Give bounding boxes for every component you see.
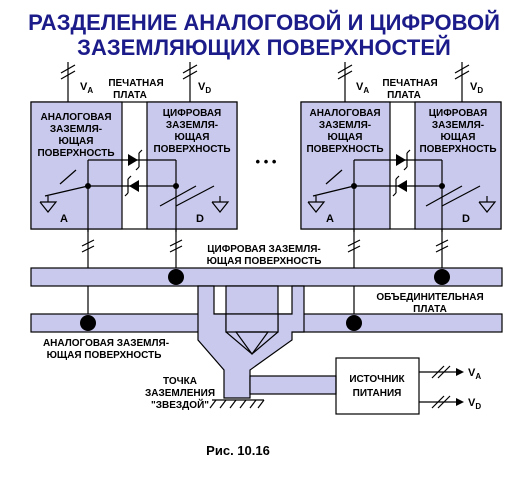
left-digital-plane-label-1: ЦИФРОВАЯ	[163, 108, 221, 119]
analog-bus-label-2: ЮЩАЯ ПОВЕРХНОСТЬ	[47, 350, 162, 361]
right-digital-plane-label-4: ПОВЕРХНОСТЬ	[419, 144, 496, 155]
right-analog-plane-label-1: АНАЛОГОВАЯ	[309, 108, 380, 119]
star-trunk-notch	[234, 331, 270, 356]
left-digital-node	[173, 183, 179, 189]
right-board-label-1: ПЕЧАТНАЯ	[382, 78, 437, 89]
star-point-label-1: ТОЧКА	[163, 376, 197, 387]
supply-vd-label: VD	[468, 397, 481, 411]
left-vd-label: VD	[198, 81, 211, 95]
title-line-1: РАЗДЕЛЕНИЕ АНАЛОГОВОЙ И ЦИФРОВОЙ	[28, 10, 500, 35]
star-point-label-2: ЗАЗЕМЛЕНИЯ	[145, 388, 215, 399]
left-ground-a-label: A	[60, 213, 68, 225]
analog-bus-label-1: АНАЛОГОВАЯ ЗАЗЕМЛЯ-	[43, 338, 169, 349]
right-analog-plane	[300, 101, 391, 230]
right-analog-ground-icon	[307, 196, 326, 213]
right-vd-arrow: VD	[454, 62, 483, 104]
unifying-board-label-2: ПЛАТА	[413, 304, 447, 315]
left-analog-plane-label-1: АНАЛОГОВАЯ	[40, 112, 111, 123]
right-board: VA VD ПЕЧАТНАЯ ПЛАТА АНАЛОГОВАЯ ЗАЗЕМЛЯ-…	[300, 62, 502, 322]
left-diode-upper	[88, 149, 176, 171]
digital-bus-label-1: ЦИФРОВАЯ ЗАЗЕМЛЯ-	[207, 244, 321, 255]
star-ground-icon	[209, 399, 265, 409]
power-supply-label-1: ИСТОЧНИК	[349, 374, 405, 385]
power-supply-box	[335, 357, 420, 415]
left-digital-plane-label-4: ПОВЕРХНОСТЬ	[153, 144, 230, 155]
unifying-board-label-1: ОБЪЕДИНИТЕЛЬНАЯ	[376, 292, 483, 303]
right-digital-pin-break	[435, 239, 449, 253]
right-analog-plane-label-4: ПОВЕРХНОСТЬ	[306, 144, 383, 155]
right-analog-pin-break	[347, 239, 361, 253]
right-digital-plane-label-1: ЦИФРОВАЯ	[429, 108, 487, 119]
right-digital-bus-contact	[434, 269, 450, 285]
left-analog-plane-label-4: ПОВЕРХНОСТЬ	[37, 148, 114, 159]
left-va-label: VA	[80, 81, 93, 95]
supply-va-label: VA	[468, 367, 481, 381]
title-line-2: ЗАЗЕМЛЯЮЩИХ ПОВЕРХНОСТЕЙ	[77, 35, 451, 60]
star-point-label-3: "ЗВЕЗДОЙ"	[151, 398, 209, 411]
right-diode-lower	[354, 175, 442, 197]
left-vd-arrow: VD	[182, 62, 211, 104]
ellipsis: • • •	[256, 154, 277, 169]
left-digital-plane-label-2: ЗАЗЕМЛЯ-	[166, 120, 218, 131]
right-va-label: VA	[356, 81, 369, 95]
right-digital-plane-label-2: ЗАЗЕМЛЯ-	[432, 120, 484, 131]
left-analog-bus-contact	[80, 315, 96, 331]
left-digital-pin-break	[169, 239, 183, 253]
right-board-label-2: ПЛАТА	[387, 90, 421, 101]
right-digital-plane-label-3: ЮЩАЯ	[441, 132, 476, 143]
power-supply-label-2: ПИТАНИЯ	[353, 388, 402, 399]
left-analog-pin-break	[81, 239, 95, 253]
right-ground-a-label: A	[326, 213, 334, 225]
right-va-arrow: VA	[337, 62, 369, 104]
right-diode-upper	[354, 149, 442, 171]
left-digital-ground-icon	[211, 196, 230, 213]
left-digital-plane-label-3: ЮЩАЯ	[175, 132, 210, 143]
figure-caption: Рис. 10.16	[206, 443, 270, 458]
right-vd-label: VD	[470, 81, 483, 95]
left-digital-bus-contact	[168, 269, 184, 285]
left-analog-plane	[30, 101, 123, 230]
left-va-arrow: VA	[60, 62, 93, 104]
supply-ground-arm	[249, 375, 337, 395]
left-board-label-1: ПЕЧАТНАЯ	[108, 78, 163, 89]
left-analog-plane-label-2: ЗАЗЕМЛЯ-	[50, 124, 102, 135]
left-ground-d-label: D	[196, 213, 204, 225]
left-board: VA VD ПЕЧАТНАЯ ПЛАТА АНАЛОГОВАЯ ЗАЗЕМЛЯ-…	[30, 62, 238, 322]
left-analog-ground-icon	[39, 196, 58, 213]
digital-bus-label-2: ЮЩАЯ ПОВЕРХНОСТЬ	[207, 256, 322, 267]
star-trunk-crossbar	[225, 313, 279, 333]
right-digital-node	[439, 183, 445, 189]
right-ground-d-label: D	[462, 213, 470, 225]
left-digital-plane	[146, 101, 238, 230]
right-digital-ground-icon	[478, 196, 497, 213]
right-analog-plane-label-3: ЮЩАЯ	[328, 132, 363, 143]
supply-vd-output: VD	[419, 395, 481, 411]
right-analog-bus-contact	[346, 315, 362, 331]
left-diode-lower	[88, 175, 176, 197]
right-analog-plane-label-2: ЗАЗЕМЛЯ-	[319, 120, 371, 131]
digital-ground-bus	[30, 267, 503, 287]
supply-va-output: VA	[419, 365, 481, 381]
left-analog-plane-label-3: ЮЩАЯ	[59, 136, 94, 147]
right-digital-plane	[414, 101, 502, 230]
left-board-label-2: ПЛАТА	[113, 90, 147, 101]
